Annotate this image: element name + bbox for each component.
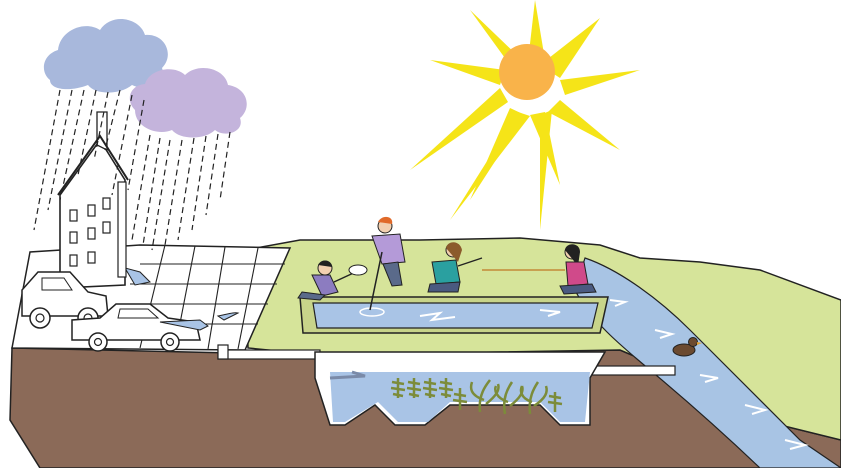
sun-icon — [410, 0, 640, 230]
house-icon — [58, 112, 128, 288]
rain-clouds — [44, 19, 247, 137]
